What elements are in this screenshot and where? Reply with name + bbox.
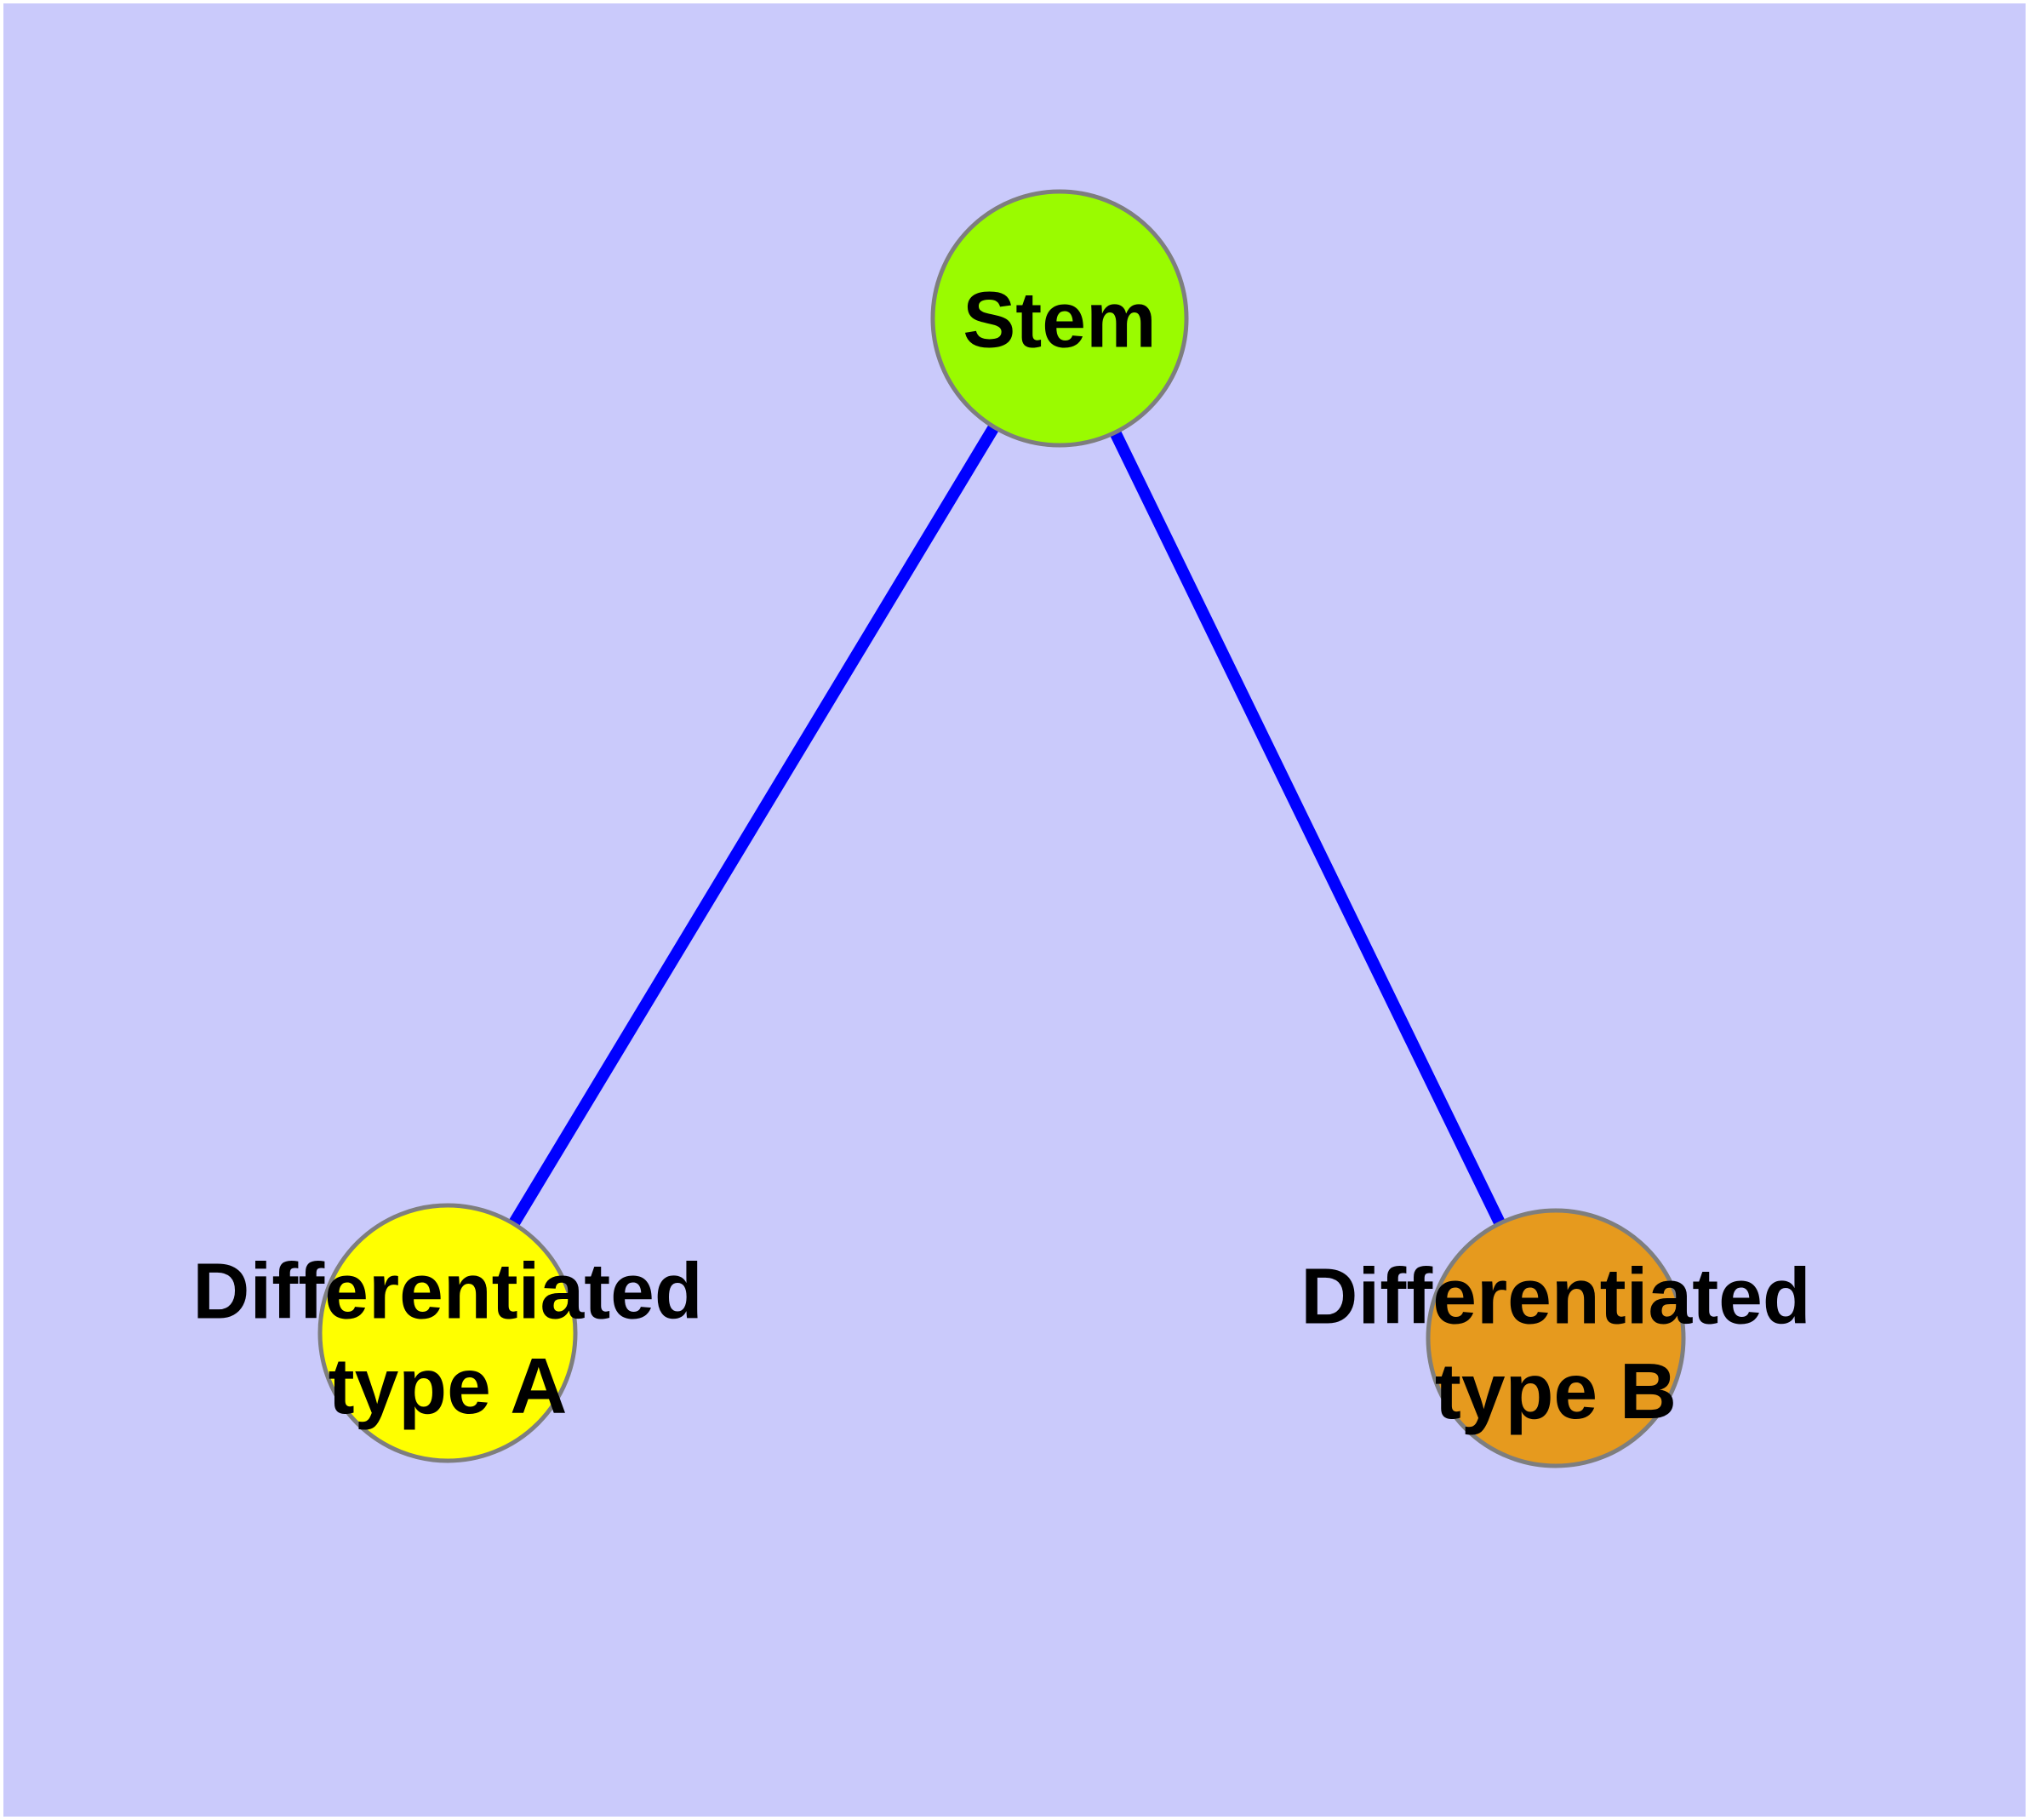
node-stem-circle [930, 189, 1189, 448]
edge-stem-diff-b [1054, 315, 1562, 1342]
node-diff-b-label-line-2: type B [1435, 1347, 1677, 1435]
node-diff-b-circle [1426, 1208, 1686, 1468]
nodes-layer [317, 189, 1686, 1468]
edge-stem-diff-a [443, 315, 1065, 1336]
node-diff-a-label-line-2: type A [329, 1342, 568, 1430]
node-diff-b-label-line-1: Differentiated [1300, 1251, 1810, 1340]
edges-layer [443, 315, 1562, 1342]
node-diff-a-label-line-1: Differentiated [192, 1246, 702, 1335]
node-stem-label-line-1: Stem [963, 275, 1156, 363]
node-stem-label: Stem [963, 275, 1156, 363]
node-diff-a-circle [317, 1203, 578, 1463]
